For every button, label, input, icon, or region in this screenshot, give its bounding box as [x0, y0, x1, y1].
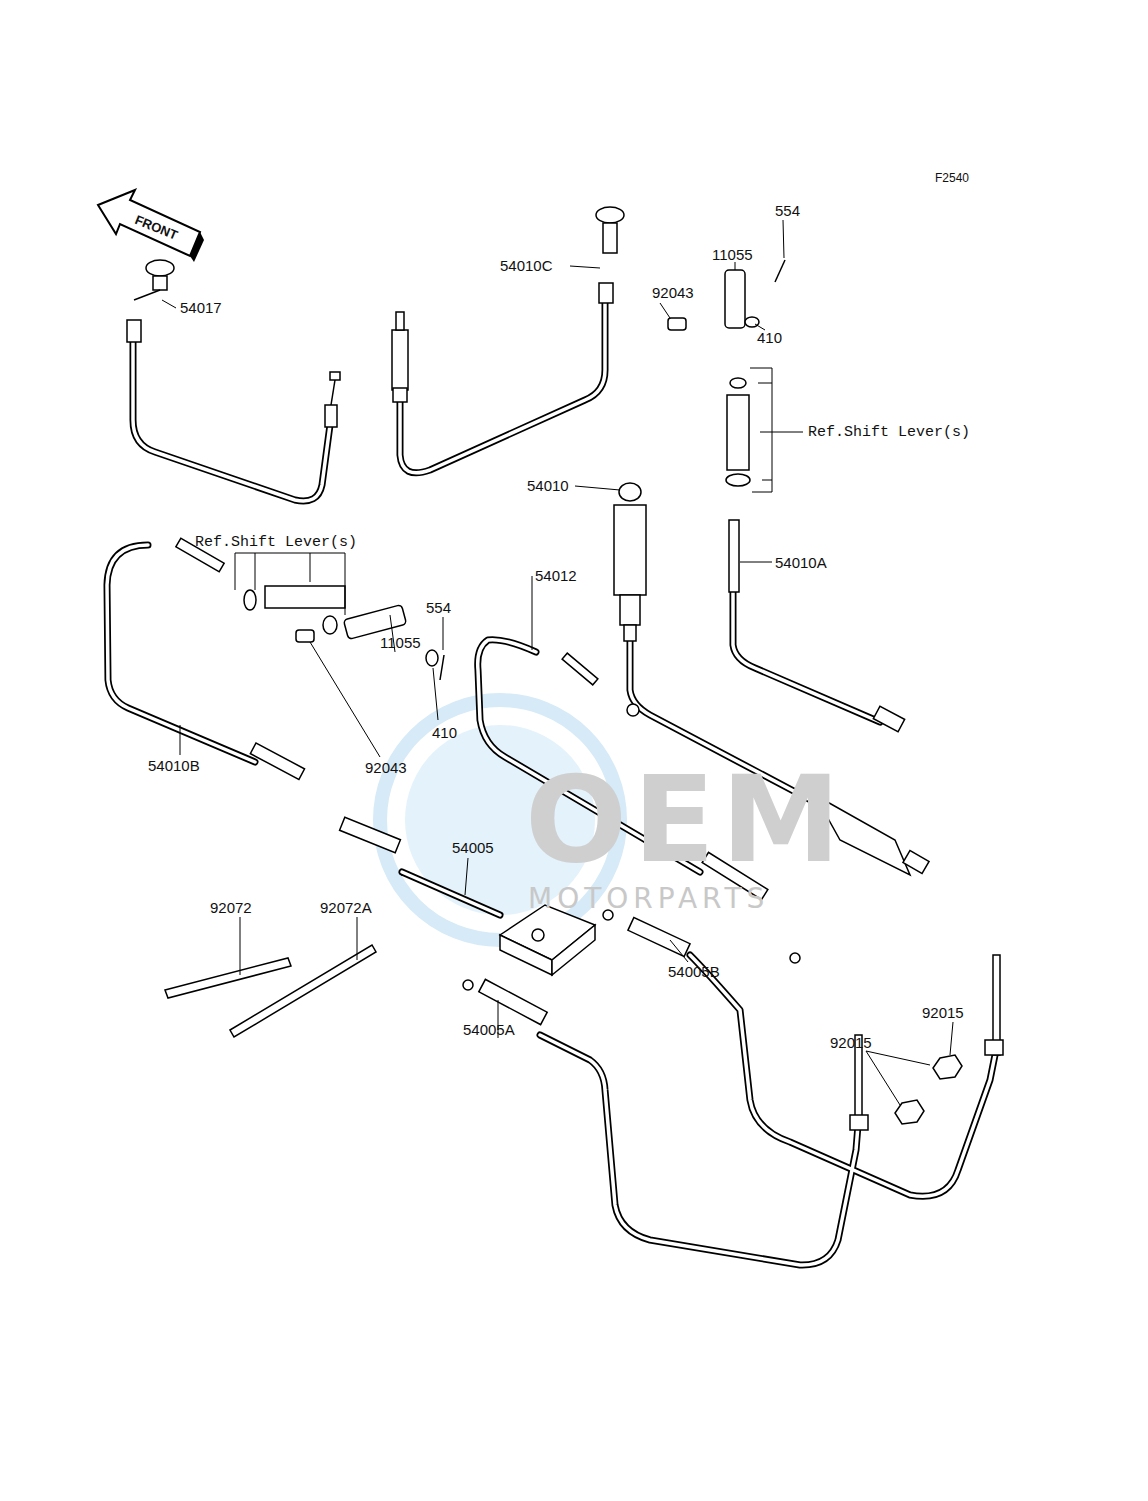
watermark: OEM: [525, 760, 846, 880]
callout-number: 410: [757, 330, 782, 345]
callout-number: 554: [775, 203, 800, 218]
callout-number: 92015: [830, 1035, 872, 1050]
callout-number: 92043: [365, 760, 407, 775]
cable: [107, 300, 995, 1265]
callout-number: 410: [432, 725, 457, 740]
callout-number: 54017: [180, 300, 222, 315]
reference-note: Ref.Shift Lever(s): [195, 535, 357, 550]
fig-code: F2540: [935, 172, 969, 184]
callout-number: 11055: [380, 635, 421, 650]
callout-number: 54005: [452, 840, 494, 855]
front-arrow: [98, 190, 200, 256]
callout-number: 54010: [527, 478, 569, 493]
cable: [107, 300, 995, 1265]
front-arrow: [190, 232, 204, 262]
watermark: MOTORPARTS: [528, 885, 769, 913]
callout-number: 92072A: [320, 900, 372, 915]
leader-line: [162, 220, 953, 1105]
cable-fitting: [127, 207, 1003, 1130]
callout-number: 54010B: [148, 758, 200, 773]
callout-number: 54005A: [463, 1022, 515, 1037]
callout-number: 554: [426, 600, 451, 615]
callout-number: 54010C: [500, 258, 553, 273]
callout-number: 92043: [652, 285, 694, 300]
callout-number: 92015: [922, 1005, 964, 1020]
callout-number: 54005B: [668, 964, 720, 979]
callout-number: 54010A: [775, 555, 827, 570]
reference-note: Ref.Shift Lever(s): [808, 425, 970, 440]
callout-number: 11055: [712, 247, 753, 262]
callout-number: 92072: [210, 900, 252, 915]
callout-number: 54012: [535, 568, 577, 583]
